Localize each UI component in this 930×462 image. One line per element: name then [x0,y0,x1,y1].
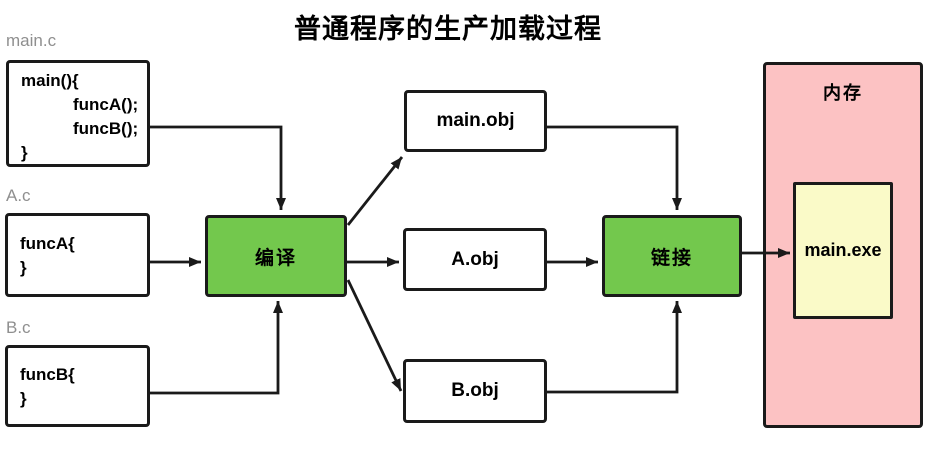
arrow-b-c-to-compile [148,301,283,395]
compile-stage-box: 编译 [205,215,347,297]
code-line: funcB(); [73,119,139,138]
source-box-main-c: main(){ funcA(); funcB(); } [6,60,150,167]
arrow-compile-to-main-obj [346,156,404,226]
source-box-a-c: funcA{ } [5,213,150,297]
arrow-b-obj-to-link [547,301,682,394]
object-box-a-obj: A.obj [403,228,547,291]
code-line: } [20,389,27,408]
arrow-compile-to-b-obj [346,279,403,392]
link-stage-box: 链接 [602,215,742,297]
arrow-main-obj-to-link [547,125,682,210]
code-line: } [21,143,28,162]
code-line: funcB{ [20,365,75,384]
code-line: main(){ [21,71,79,90]
file-label-a-c: A.c [6,186,31,205]
memory-box: 内存 main.exe [763,62,923,428]
file-label-b-c: B.c [6,318,31,337]
file-label-main-c: main.c [6,31,57,50]
object-box-b-obj: B.obj [403,359,547,423]
object-box-main-obj: main.obj [404,90,547,152]
diagram-title: 普通程序的生产加载过程 [294,14,602,44]
memory-label: 内存 [823,83,863,103]
main-exe-box: main.exe [793,182,893,319]
code-line: } [20,258,27,277]
code-line: funcA(); [73,95,139,114]
arrow-main-c-to-compile [150,125,286,210]
source-box-b-c: funcB{ } [5,345,150,427]
code-line: funcA{ [20,234,75,253]
